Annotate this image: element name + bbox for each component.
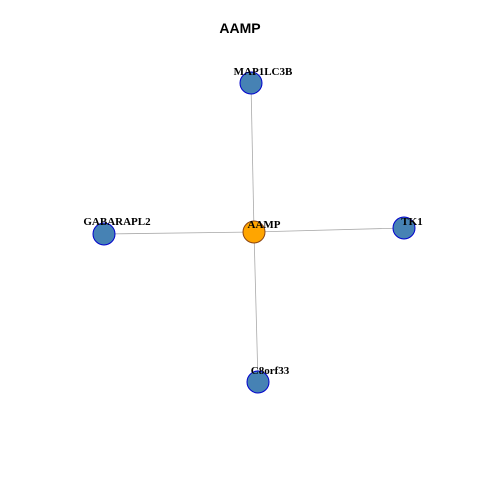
node-tk1[interactable] — [392, 216, 416, 240]
graph-title: AAMP — [219, 20, 261, 36]
edges-layer — [103, 82, 405, 383]
node-label-tk1: TK1 — [401, 216, 422, 228]
node-label-gabarapl2: GABARAPL2 — [83, 216, 151, 228]
node-label-c8orf33: C8orf33 — [251, 365, 290, 377]
node-c8orf33[interactable] — [246, 370, 270, 394]
edge-aamp-c8orf33 — [253, 231, 259, 383]
node-label-aamp: AAMP — [248, 219, 281, 231]
node-gabarapl2[interactable] — [92, 222, 116, 246]
edge-aamp-map1lc3b — [250, 82, 255, 233]
edge-aamp-gabarapl2 — [103, 231, 255, 235]
node-label-map1lc3b: MAP1LC3B — [234, 66, 293, 78]
edge-aamp-tk1 — [253, 227, 405, 233]
node-map1lc3b[interactable] — [239, 71, 263, 95]
nodes-layer — [92, 71, 416, 394]
node-aamp[interactable] — [242, 220, 266, 244]
